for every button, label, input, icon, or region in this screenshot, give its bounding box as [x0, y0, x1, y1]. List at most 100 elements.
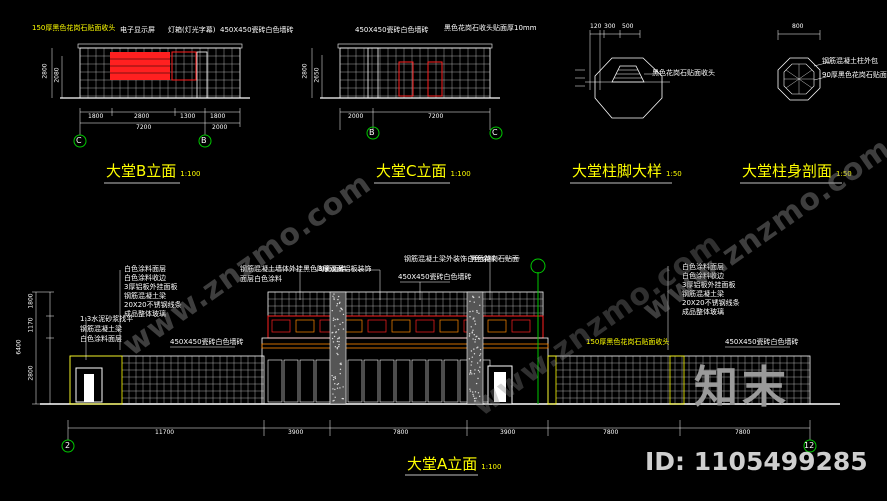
column-section-note-2: 90厚黑色花岗石贴面 — [822, 71, 887, 79]
granite-dot — [339, 301, 341, 303]
granite-dot — [336, 383, 338, 386]
a-dim-h4: 3900 — [500, 429, 516, 436]
glass-panel — [315, 359, 331, 403]
granite-dot — [331, 309, 333, 312]
hall-band-panels — [271, 319, 531, 333]
a-left-stack-0: 白色涂料面层 — [124, 265, 166, 273]
a-dim-h1: 11700 — [155, 429, 175, 436]
a-axis-12: 12 — [804, 441, 815, 450]
column-section-inner — [783, 63, 815, 95]
granite-dot — [477, 337, 480, 340]
a-right-stack-5: 成品整体玻璃 — [682, 308, 724, 316]
granite-dot — [474, 391, 477, 393]
granite-dot — [468, 358, 471, 360]
glass-panel — [299, 359, 315, 403]
a-dim-v1: 1800 — [27, 293, 35, 309]
granite-dot — [336, 305, 338, 307]
a-note-right-tile: 450X450瓷砖白色墙砖 — [725, 338, 799, 346]
c-elevation-dim-lines — [311, 48, 491, 130]
granite-dot — [332, 341, 335, 343]
granite-dot — [469, 316, 471, 318]
b-note-screen: 电子显示屏 — [120, 26, 155, 34]
granite-dot — [339, 310, 341, 312]
b-elevation-door — [196, 51, 208, 99]
a-dim-h5: 7800 — [603, 429, 619, 436]
granite-dot — [342, 328, 345, 330]
granite-dot — [469, 388, 471, 390]
granite-dot — [333, 376, 335, 379]
granite-dot — [479, 354, 481, 357]
left-gate-door-panel — [84, 374, 94, 402]
granite-dot — [341, 397, 344, 400]
a-dim-v-total: 6400 — [15, 339, 23, 355]
hall-column-right — [466, 291, 484, 405]
granite-dot — [471, 356, 474, 358]
band-panel — [439, 319, 459, 333]
c-elevation-axis-c-bubble — [489, 126, 503, 140]
a-left-stack-2: 3厚铝板外挂面板 — [124, 283, 178, 291]
column-section-hatch — [784, 64, 814, 94]
granite-dot — [339, 387, 341, 389]
granite-dot — [479, 360, 481, 362]
granite-dot — [469, 390, 472, 392]
band-panel — [487, 319, 507, 333]
band-panel — [295, 319, 315, 333]
granite-dot — [337, 383, 340, 385]
granite-dot — [473, 373, 476, 375]
b-dim-right: 2000 — [212, 124, 228, 131]
granite-dot — [338, 302, 341, 305]
c-elevation-axis-b-bubble — [366, 126, 380, 140]
granite-dot — [478, 312, 480, 314]
granite-dot — [336, 352, 338, 355]
a-note-left-2: 钢筋混凝土梁 — [80, 325, 122, 333]
granite-dot — [472, 329, 474, 331]
granite-dot — [470, 364, 472, 366]
b-dim-w3: 1300 — [180, 113, 196, 120]
granite-dot — [469, 371, 472, 373]
granite-dot — [332, 400, 334, 402]
c-axis-c: C — [492, 128, 498, 137]
a-note-upper-right-2: 黑色花岗石贴面 — [470, 255, 519, 263]
a-left-stack-5: 成品整体玻璃 — [124, 310, 166, 318]
a-elevation-leader-lines — [85, 257, 790, 360]
granite-dot — [333, 293, 335, 295]
granite-dot — [476, 309, 478, 312]
left-fence-tile-grid — [122, 356, 264, 404]
granite-dot — [469, 310, 471, 313]
granite-dot — [475, 382, 478, 385]
b-elevation-cap — [77, 43, 243, 49]
b-dim-h-total: 2800 — [41, 63, 49, 79]
granite-dot — [472, 338, 474, 340]
band-panel — [367, 319, 387, 333]
glass-panel — [363, 359, 379, 403]
a-note-upper-left-1: 钢筋混凝土墙体外挂黑色陶瓷面砖 — [240, 265, 345, 273]
a-note-left-tile: 450X450瓷砖白色墙砖 — [170, 338, 244, 346]
granite-dot — [473, 397, 476, 400]
a-dim-h2: 3900 — [288, 429, 304, 436]
granite-dot — [342, 313, 345, 316]
granite-dot — [469, 369, 472, 372]
granite-dot — [334, 376, 336, 378]
column-base-title-text: 大堂柱脚大样 — [572, 162, 663, 180]
flag-pole-bubble — [530, 258, 546, 274]
granite-dot — [333, 298, 335, 301]
a-elevation-scale: 1:100 — [481, 463, 502, 471]
b-dim-w1: 1800 — [88, 113, 104, 120]
a-elevation-axis-2-bubble — [61, 439, 75, 453]
granite-dot — [336, 347, 339, 350]
a-right-stack-2: 3厚铝板外挂面板 — [682, 281, 736, 289]
column-section-outer — [777, 57, 821, 101]
granite-dot — [338, 345, 340, 348]
c-dim-h-total: 2800 — [301, 63, 309, 79]
granite-dot — [338, 340, 340, 343]
b-axis-c: C — [76, 136, 82, 145]
granite-dot — [334, 377, 337, 380]
b-note-lightbox: 灯箱(灯光字幕) — [168, 26, 216, 34]
a-note-left-3: 白色涂料面层 — [80, 335, 122, 343]
granite-dot — [472, 310, 474, 312]
granite-dot — [342, 321, 344, 324]
a-note-upper-right-1: 钢筋混凝土梁外装饰白色涂料 — [404, 255, 495, 263]
glass-panel — [267, 359, 283, 403]
